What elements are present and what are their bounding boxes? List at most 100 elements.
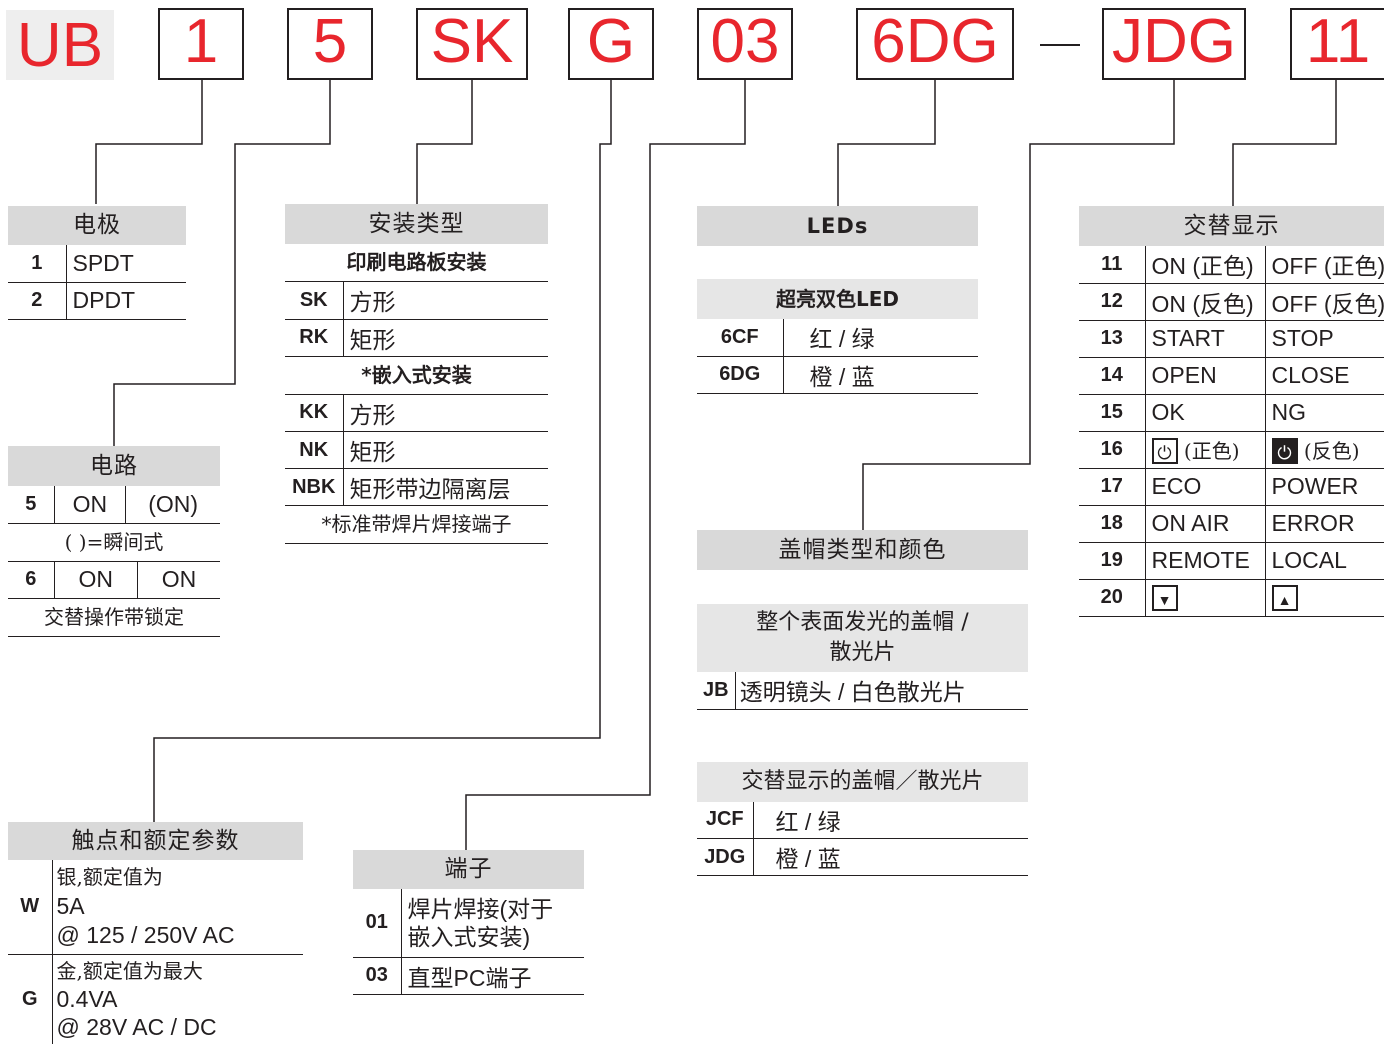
segment-circuit: 5: [287, 8, 373, 80]
mounting-title: 安装类型: [285, 204, 548, 244]
led-value: 红 / 绿: [782, 319, 978, 357]
cap-value: 红 / 绿: [752, 801, 1028, 839]
mounting-code: NK: [285, 431, 343, 469]
cap-value: 橙 / 蓝: [752, 838, 1028, 876]
segment-contacts: G: [568, 8, 654, 80]
poles-title: 电极: [8, 206, 186, 245]
mounting-value: 矩形带边隔离层: [342, 468, 548, 506]
legend-code: 11: [1079, 246, 1145, 284]
code-separator: [1040, 44, 1080, 46]
segment-cap: JDG: [1102, 8, 1246, 80]
leds-subtitle: 超亮双色LED: [697, 279, 978, 319]
mounting-code: KK: [285, 394, 343, 432]
mounting-panel-title: *嵌入式安装: [285, 357, 548, 395]
legend-b: NG: [1264, 394, 1384, 432]
table-row: 20 ▼ ▲: [1079, 579, 1384, 617]
led-code: 6DG: [697, 356, 783, 394]
legend-code: 18: [1079, 505, 1145, 543]
legend-b: CLOSE: [1264, 357, 1384, 395]
poles-code: 2: [8, 282, 66, 320]
legend-code: 14: [1079, 357, 1145, 395]
legend-a: (正色): [1183, 438, 1240, 463]
contacts-code: W: [8, 860, 52, 955]
legend-code: 12: [1079, 283, 1145, 321]
circuit-code: 6: [8, 561, 54, 599]
circuit-a: ON: [53, 486, 126, 524]
mounting-value: 矩形: [342, 431, 548, 469]
legend-a: REMOTE: [1144, 542, 1265, 580]
mounting-value: 方形: [342, 394, 548, 432]
legend-b: OFF (正色): [1264, 246, 1384, 284]
mounting-value: 矩形: [342, 319, 548, 357]
cap-full-title-line: 整个表面发光的盖帽 /: [756, 610, 969, 635]
segment-mounting: SK: [416, 8, 528, 80]
legend-b: (反色): [1303, 438, 1360, 463]
power-icon: ⏻: [1151, 438, 1178, 465]
terminals-block: 端子 01 焊片焊接(对于 嵌入式安装) 03 直型PC端子: [353, 850, 584, 995]
terminals-code: 01: [353, 889, 401, 958]
segment-legend: 11: [1290, 8, 1384, 80]
contacts-line: @ 28V AC / DC: [56, 1014, 217, 1041]
legend-title: 交替显示: [1079, 206, 1384, 246]
poles-code: 1: [8, 245, 66, 283]
legend-code: 15: [1079, 394, 1145, 432]
mounting-footnote: *标准带焊片焊接端子: [285, 506, 548, 544]
segment-terminals: 03: [697, 8, 793, 80]
cap-alt-title: 交替显示的盖帽／散光片: [697, 761, 1028, 802]
mounting-code: RK: [285, 319, 343, 357]
legend-a: OK: [1144, 394, 1265, 432]
circuit-title: 电路: [8, 446, 220, 486]
triangle-up-icon: ▲: [1271, 585, 1298, 612]
legend-b: ERROR: [1264, 505, 1384, 543]
terminals-line: 嵌入式安装): [407, 923, 531, 950]
legend-a: OPEN: [1144, 357, 1265, 395]
legend-a: ON (反色): [1144, 283, 1265, 321]
contacts-block: 触点和额定参数 W 银,额定值为 5A @ 125 / 250V AC G 金,…: [8, 822, 303, 1044]
circuit-note-latching: 交替操作带锁定: [8, 599, 220, 637]
cap-code: JCF: [697, 801, 753, 839]
legend-code: 16: [1079, 431, 1145, 469]
cap-title: 盖帽类型和颜色: [697, 530, 1028, 570]
contacts-line: 5A: [56, 893, 85, 920]
table-row: W 银,额定值为 5A @ 125 / 250V AC: [8, 860, 303, 955]
legend-b: POWER: [1264, 468, 1384, 506]
segment-poles: 1: [158, 8, 244, 80]
legend-code: 17: [1079, 468, 1145, 506]
legend-a: ON AIR: [1144, 505, 1265, 543]
terminals-line: 直型PC端子: [400, 957, 584, 995]
model-prefix: UB: [6, 10, 114, 80]
legend-b: OFF (反色): [1264, 283, 1384, 321]
contacts-line: 银,额定值为: [56, 865, 163, 890]
contacts-title: 触点和额定参数: [8, 822, 303, 860]
legend-a: ECO: [1144, 468, 1265, 506]
legend-a: ON (正色): [1144, 246, 1265, 284]
cap-code: JB: [697, 672, 736, 710]
mounting-code: SK: [285, 282, 343, 320]
mounting-code: NBK: [285, 468, 343, 506]
table-row: 16 ⏻ (正色) ⏻ (反色): [1079, 431, 1384, 469]
led-code: 6CF: [697, 319, 783, 357]
legend-a: START: [1144, 320, 1265, 358]
legend-code: 19: [1079, 542, 1145, 580]
table-row: 03 直型PC端子: [353, 957, 584, 995]
poles-value: SPDT: [65, 245, 186, 283]
led-value: 橙 / 蓝: [782, 356, 978, 394]
contacts-code: G: [21, 987, 38, 1010]
table-row: G 金,额定值为最大 0.4VA @ 28V AC / DC: [8, 954, 303, 1044]
